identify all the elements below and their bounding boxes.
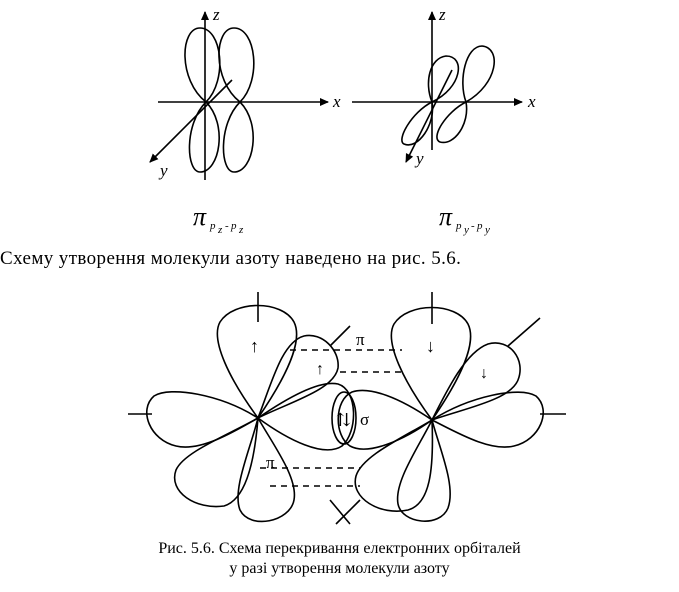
left-atom-upper-right-lobe: [256, 334, 339, 420]
electron-pair-sigma: ⇅: [336, 410, 351, 430]
figure-5-6: [128, 292, 566, 525]
figure-pi-pz-pz: [149, 11, 329, 180]
left-axis-x-label: x: [332, 92, 341, 111]
right-atom-upper-right-lobe: [430, 342, 521, 422]
figure-caption-line1: Рис. 5.6. Схема перекривання електронних…: [158, 540, 521, 557]
left-atom-left-lobe: [146, 390, 260, 448]
right-atom-right-lobe: [430, 391, 544, 448]
left-formula-index1: z: [217, 224, 223, 236]
left-formula-p1: p: [209, 220, 216, 232]
left-atom-bottom-lobe: [173, 416, 259, 508]
left-orbital-1: [184, 27, 221, 173]
left-formula-p2: p: [230, 220, 237, 232]
left-axis-z-label: z: [212, 5, 220, 24]
right-atom-upper-right-stem: [507, 317, 541, 347]
right-formula-p2: p: [476, 220, 483, 232]
right-formula-symbol: π: [439, 202, 453, 231]
electron-arrow-right-top: ↓: [426, 336, 435, 356]
right-formula-dash: -: [471, 220, 475, 232]
sigma-overlap-ellipse: [331, 391, 357, 445]
left-y-axis: [149, 79, 233, 163]
right-formula-p1: p: [455, 220, 462, 232]
left-atom-right-lobe: [256, 382, 355, 451]
pi-top-label: π: [356, 330, 365, 349]
right-orbital-2: [436, 45, 496, 144]
right-atom-bottom-lobe-b: [396, 417, 451, 522]
left-formula-index2: z: [238, 224, 244, 236]
right-formula: π p y - p y: [439, 202, 490, 236]
left-orbital-2: [218, 27, 255, 173]
right-axis-z-label: z: [438, 5, 446, 24]
left-atom-upper-right-stem: [329, 325, 351, 347]
left-atom-bottom-lobe-b: [237, 415, 296, 523]
left-formula-symbol: π: [193, 202, 207, 231]
left-axis-y-label: y: [158, 161, 168, 180]
right-formula-index2: y: [484, 224, 490, 236]
figure-pi-py-py: [352, 11, 523, 163]
left-formula-dash: -: [225, 220, 229, 232]
right-atom-left-lobe: [337, 389, 434, 450]
right-orbital-1: [401, 55, 460, 146]
right-axis-y-label: y: [414, 149, 424, 168]
electron-arrow-left-top: ↑: [250, 336, 259, 356]
sigma-label: σ: [360, 410, 369, 429]
left-formula: π p z - p z: [193, 202, 244, 236]
pi-bottom-label: π: [266, 453, 275, 472]
body-text: Схему утворення молекули азоту наведено …: [0, 248, 462, 269]
right-axis-x-label: x: [527, 92, 536, 111]
left-atom-lower-stem: [329, 499, 351, 525]
right-y-axis: [405, 69, 453, 163]
electron-arrow-left-py: ↑: [316, 361, 324, 378]
electron-arrow-right-py: ↓: [480, 365, 488, 382]
figure-caption-line2: у разі утворення молекули азоту: [229, 560, 450, 577]
right-formula-index1: y: [463, 224, 469, 236]
right-atom-bottom-lobe: [354, 418, 434, 512]
right-atom-lower-stem: [335, 499, 361, 525]
